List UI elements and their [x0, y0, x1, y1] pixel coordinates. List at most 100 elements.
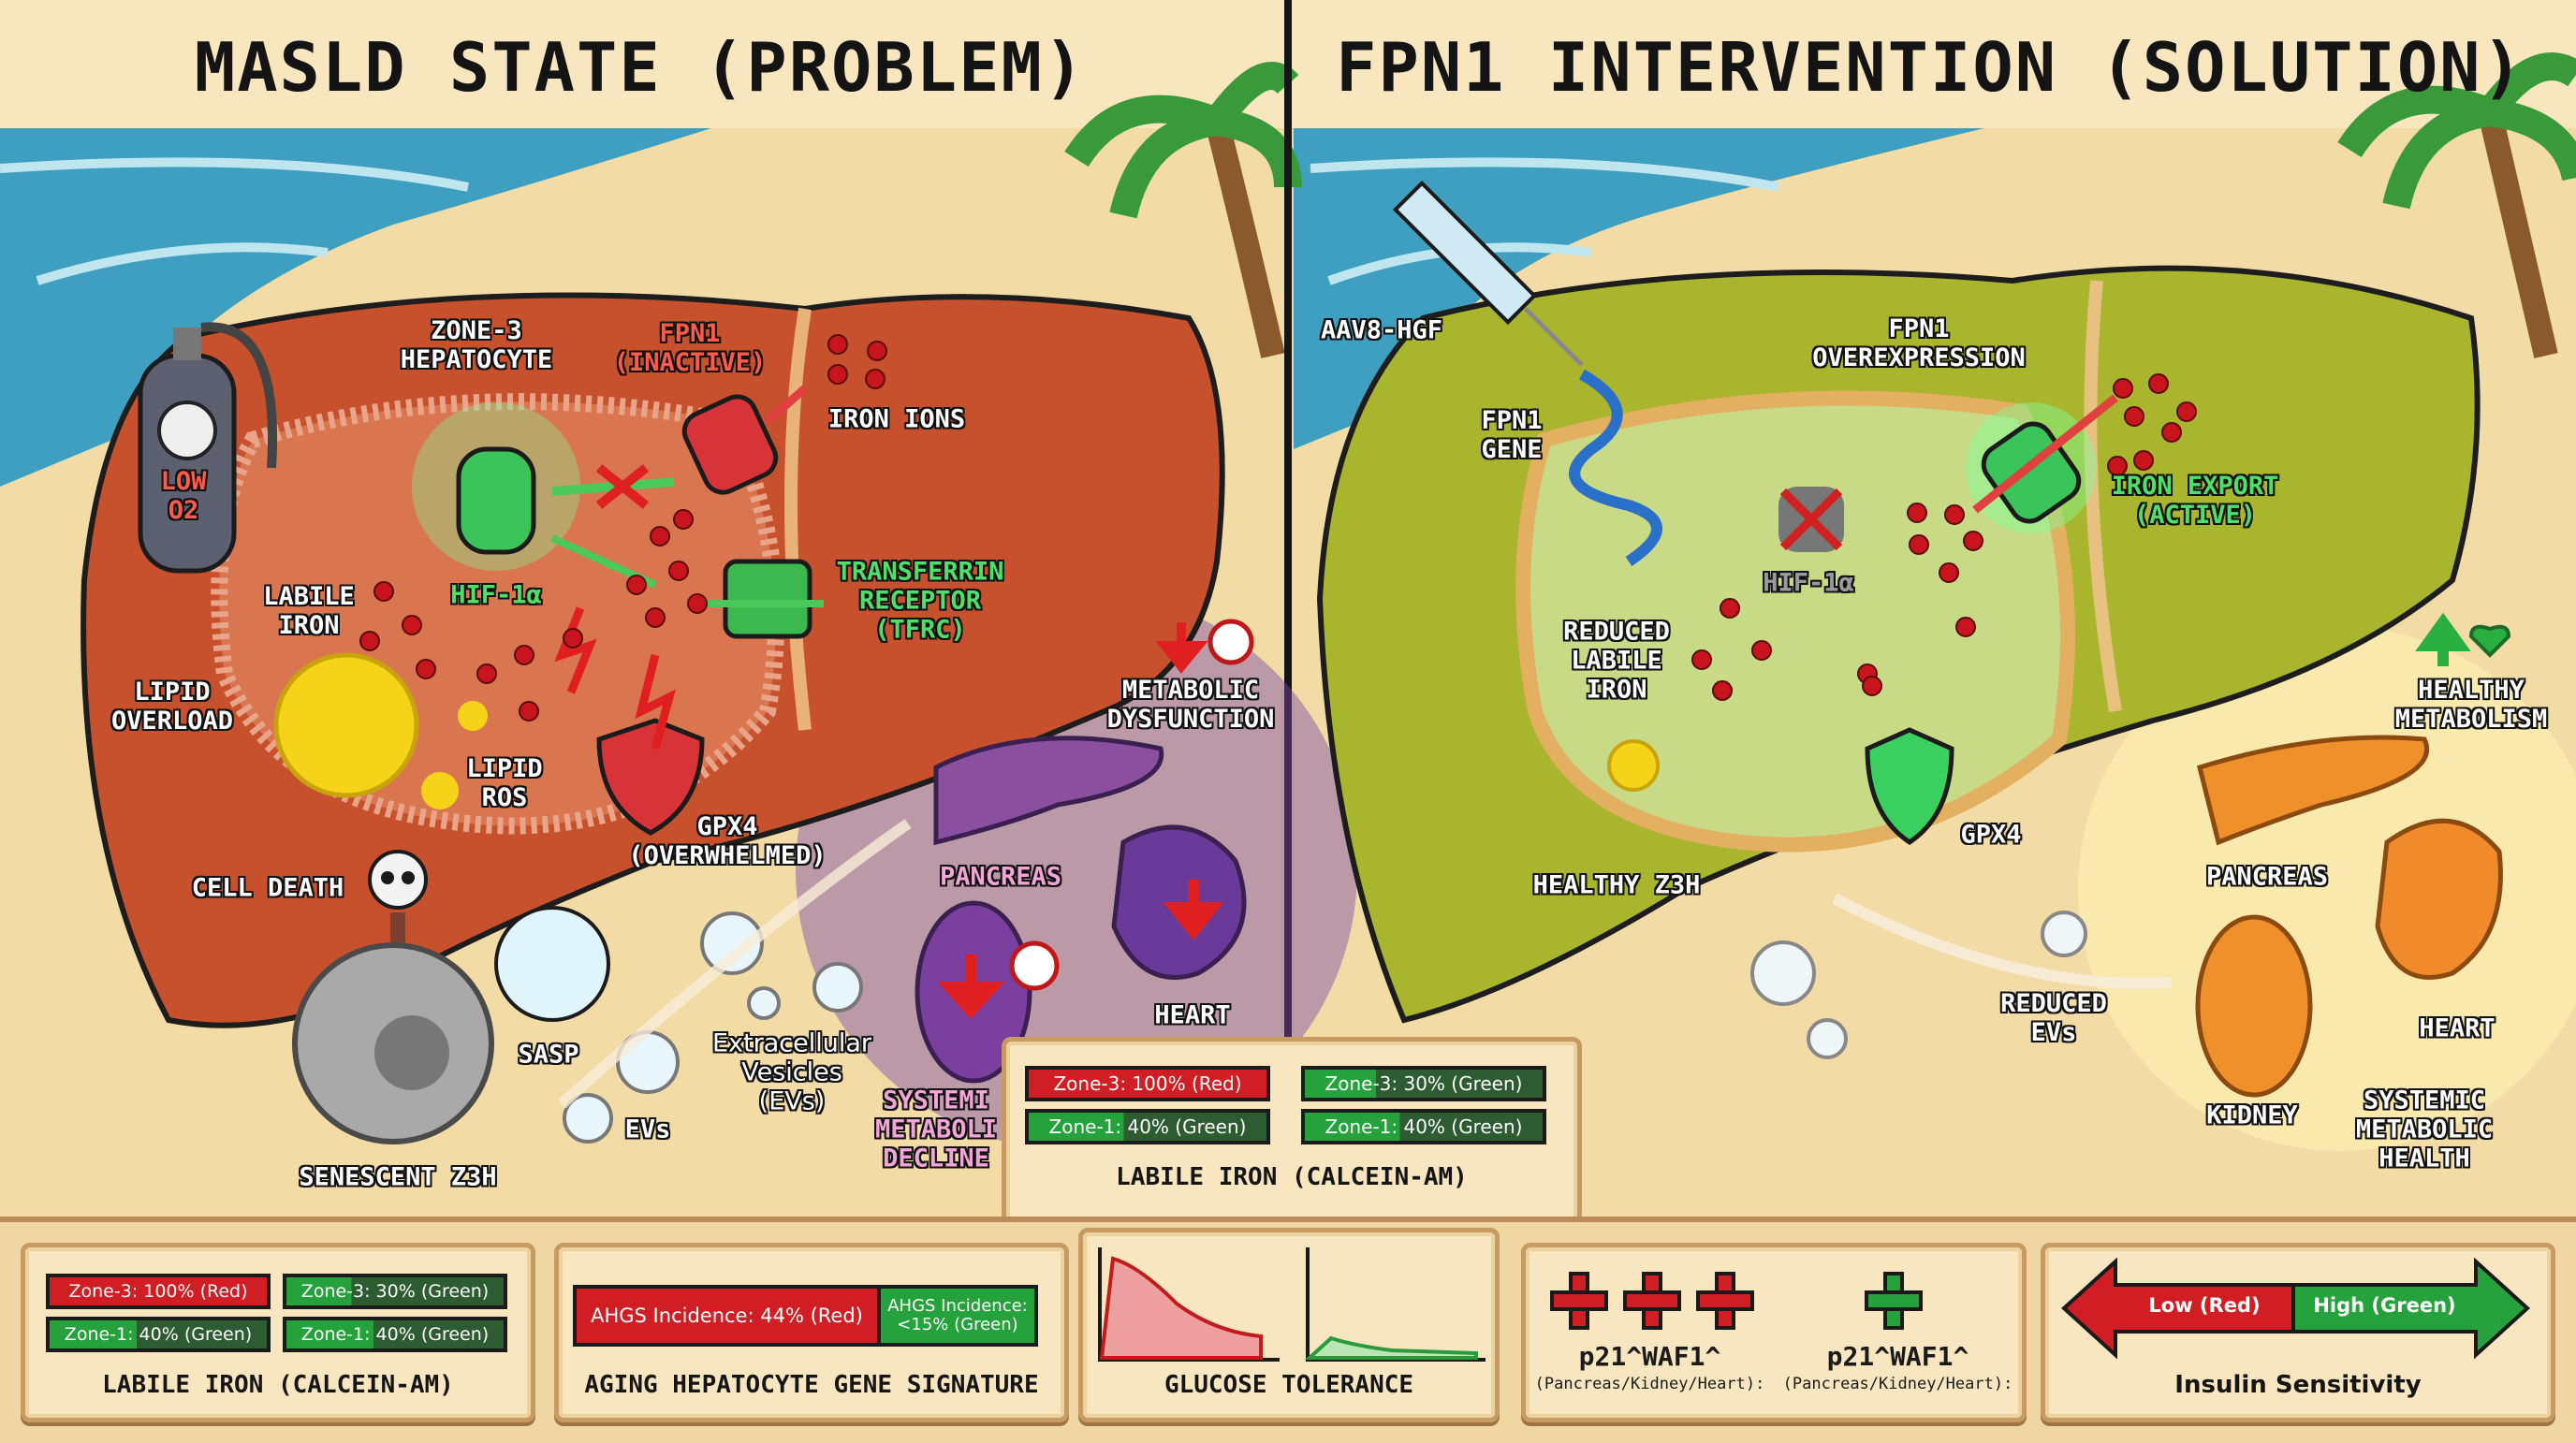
iron-dot	[626, 575, 647, 595]
sasp-bubble-icon	[494, 906, 610, 1022]
summary-insulin-sensitivity: Low (Red) High (Green) Insulin Sensitivi…	[2041, 1243, 2555, 1422]
palm-tree-icon	[2337, 52, 2576, 358]
label-pancreas-problem: PANCREAS	[939, 862, 1062, 892]
label-iron-ions: IRON IONS	[827, 404, 966, 434]
p21-problem-label: p21^WAF1^	[1578, 1341, 1721, 1372]
label-healthy-z3h: HEALTHY Z3H	[1532, 870, 1701, 900]
plus-icon-red	[1623, 1272, 1681, 1330]
caption-labile-iron: LABILE IRON (CALCEIN-AM)	[102, 1371, 454, 1399]
bar-ahgs-problem: AHGS Incidence: 44% (Red)	[573, 1285, 877, 1347]
label-fpn1-overexpression: FPN1 OVEREXPRESSION	[1812, 314, 2026, 372]
clock-icon	[1009, 940, 1060, 991]
iron-ions-right	[1691, 373, 2197, 701]
iron-dot	[416, 659, 436, 679]
label-heart-problem: HEART	[1154, 1000, 1231, 1030]
legend-bar-problem-zone1: Zone-1: 40% (Green)	[1025, 1109, 1270, 1144]
iron-dot	[2148, 373, 2169, 394]
label-gpx4: GPX4	[1960, 820, 2022, 850]
label-pancreas-healthy: PANCREAS	[2205, 862, 2329, 892]
bar-problem-zone3: Zone-3: 100% (Red)	[46, 1274, 271, 1309]
label-metabolic-dysfunction: METABOLIC DYSFUNCTION	[1106, 676, 1275, 734]
up-arrow-icon	[2415, 612, 2471, 666]
label-iron-export-active: IRON EXPORT (ACTIVE)	[2111, 472, 2279, 530]
bar-solution-zone1: Zone-1: 40% (Green)	[283, 1317, 507, 1352]
title-problem: MASLD STATE (PROBLEM)	[194, 28, 1087, 107]
iron-dot	[1909, 534, 1929, 555]
title-solution: FPN1 INTERVENTION (SOLUTION)	[1336, 28, 2525, 107]
p21-solution-label: p21^WAF1^	[1826, 1341, 1969, 1372]
legend-bar-problem-zone3: Zone-3: 100% (Red)	[1025, 1066, 1270, 1101]
x-icon	[1779, 488, 1843, 551]
skull-icon	[368, 850, 428, 910]
export-arrow	[1972, 394, 2118, 514]
label-fpn1-gene: FPN1 GENE	[1481, 406, 1543, 464]
iron-dot	[1944, 504, 1965, 525]
fpn1-inactive-channel-icon	[681, 394, 779, 495]
hif-1a-monster-icon	[412, 402, 580, 571]
plus-icon-green	[1865, 1272, 1923, 1330]
label-low-o2: LOW O2	[160, 467, 207, 525]
legend-bar-solution-zone1: Zone-1: 40% (Green)	[1301, 1109, 1546, 1144]
pancreas-problem-icon	[933, 736, 1164, 846]
clock-icon	[1208, 619, 1254, 665]
iron-dot	[2113, 378, 2133, 399]
iron-dot	[1955, 617, 1976, 637]
iron-dot	[673, 509, 694, 530]
iron-dot	[668, 561, 689, 581]
iron-dot	[1751, 640, 1772, 661]
iron-dot	[827, 364, 848, 385]
label-cell-death: CELL DEATH	[191, 873, 344, 903]
p21-solution-sub: (Pancreas/Kidney/Heart):	[1782, 1375, 2013, 1393]
iron-dot	[2161, 422, 2182, 443]
label-heart-healthy: HEART	[2419, 1013, 2496, 1043]
lightning-icon	[635, 653, 676, 751]
cracked-shield-icon	[596, 718, 705, 836]
insulin-high-label: High (Green)	[2313, 1294, 2456, 1317]
iron-dot	[1712, 680, 1733, 701]
bar-ahgs-solution: AHGS Incidence: <15% (Green)	[877, 1285, 1038, 1347]
summary-labile-iron: Zone-3: 100% (Red) Zone-1: 40% (Green) Z…	[21, 1243, 535, 1422]
iron-dot	[1939, 562, 1959, 583]
sea-right	[1294, 128, 1984, 449]
sea-left	[0, 128, 711, 487]
label-kidney: KIDNEY	[2206, 1100, 2298, 1130]
iron-dot	[359, 631, 380, 651]
lipid-droplet-icon	[1607, 739, 1660, 792]
label-sasp: SASP	[518, 1040, 579, 1070]
down-arrow-icon	[1163, 880, 1224, 940]
bar-problem-zone1: Zone-1: 40% (Green)	[46, 1317, 271, 1352]
iron-dot	[2133, 450, 2154, 471]
blocked-arrow	[551, 477, 675, 496]
iron-dot	[563, 628, 583, 649]
insulin-double-arrow-icon	[2061, 1257, 2530, 1360]
label-aav8-hgf: AAV8-HGF	[1320, 315, 1443, 345]
iron-ions-left	[359, 334, 887, 722]
label-evs: EVs	[624, 1115, 671, 1144]
label-hif-1a-inactive: HIF-1α	[1763, 568, 1854, 598]
ev-bubbles	[563, 911, 863, 1144]
glucose-mini-charts	[1098, 1247, 1486, 1362]
center-labile-iron-legend: Zone-3: 100% (Red) Zone-1: 40% (Green) Z…	[1002, 1037, 1582, 1233]
iron-dot	[476, 663, 497, 684]
iron-dot	[687, 593, 708, 614]
iron-dot	[514, 645, 534, 665]
iron-dot	[867, 341, 887, 361]
iron-dot	[1862, 676, 1882, 696]
panel-divider	[1284, 0, 1292, 1235]
down-arrow-icon	[937, 955, 1005, 1019]
iron-dot	[1963, 531, 1983, 551]
legend-bar-solution-zone3: Zone-3: 30% (Green)	[1301, 1066, 1546, 1101]
iron-dot	[402, 615, 422, 635]
low-oxygen-tank-icon	[138, 322, 277, 574]
label-tfrc: TRANSFERRIN RECEPTOR (TFRC)	[836, 557, 1004, 645]
glucose-curve-solution	[1304, 1335, 1478, 1360]
label-systemic-decline: SYSTEMI METABOLI DECLINE	[874, 1086, 998, 1173]
label-hif-1a: HIF-1α	[450, 580, 542, 610]
label-zone3-hepatocyte: ZONE-3 HEPATOCYTE	[400, 316, 553, 374]
label-lipid-overload: LIPID OVERLOAD	[110, 678, 234, 736]
heart-healthy-icon	[2375, 818, 2503, 980]
iron-dot	[1907, 503, 1927, 523]
heart-icon	[2468, 624, 2511, 658]
label-healthy-metabolism: HEALTHY METABOLISM	[2394, 676, 2548, 734]
plus-icon-red	[1696, 1272, 1754, 1330]
